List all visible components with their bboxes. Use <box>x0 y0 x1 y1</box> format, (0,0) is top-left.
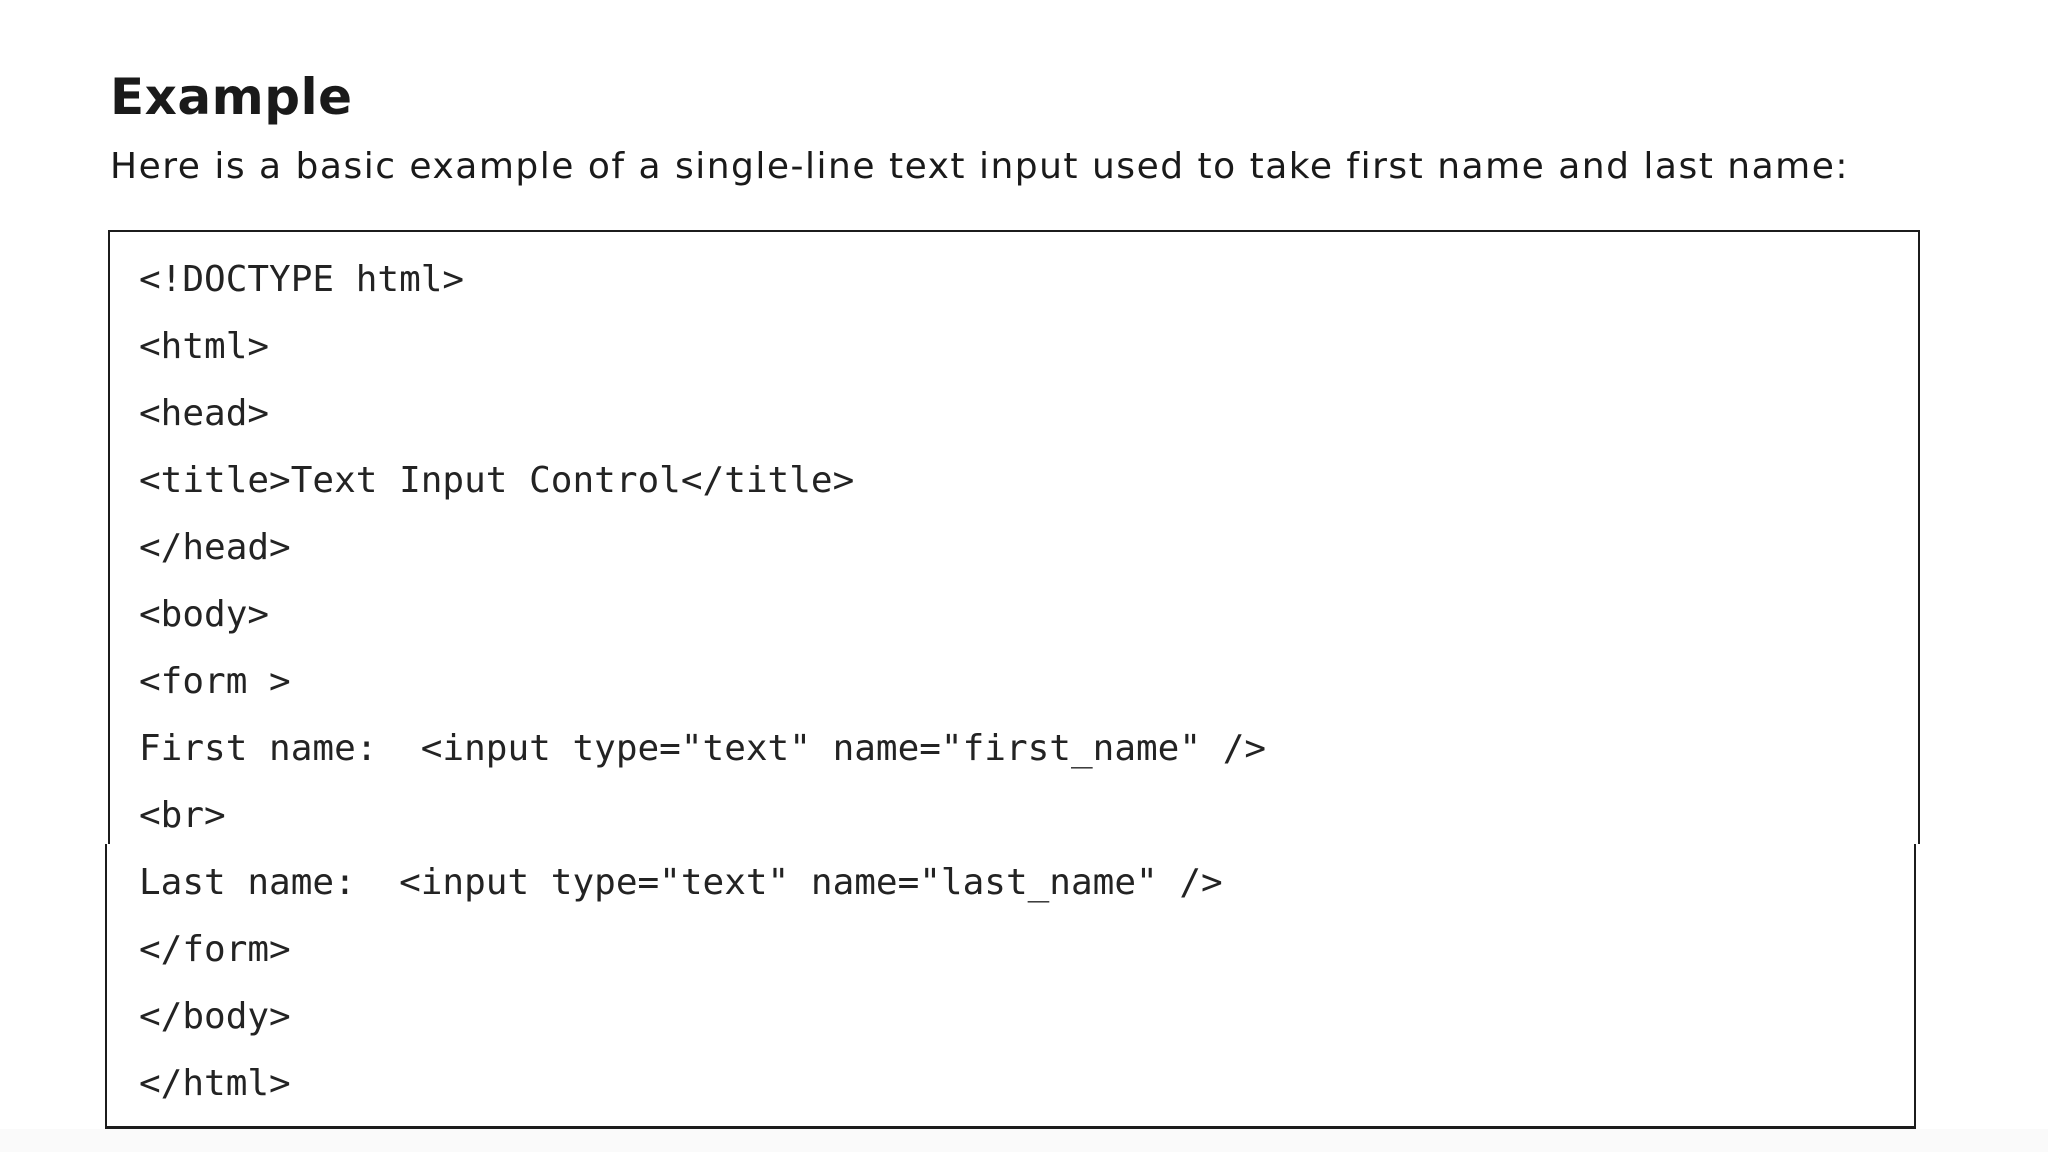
code-line: </html> <box>139 1063 291 1104</box>
code-block: <!DOCTYPE html> <html> <head> <title>Text I… <box>139 246 1266 1117</box>
code-line: <!DOCTYPE html> <box>139 259 465 300</box>
code-line: <br> <box>139 795 226 836</box>
code-box-lower-border <box>105 844 1916 1129</box>
code-line: <form > <box>139 661 291 702</box>
code-line: <html> <box>139 326 270 367</box>
code-line: First name: <input type="text" name="fir… <box>139 728 1267 769</box>
code-line: <head> <box>139 393 270 434</box>
code-line: </head> <box>139 527 291 568</box>
code-box-upper-border <box>108 230 1920 844</box>
bottom-gutter <box>0 1129 2048 1152</box>
code-line: <title>Text Input Control</title> <box>139 460 855 501</box>
code-line: </body> <box>139 996 291 1037</box>
intro-text: Here is a basic example of a single-line… <box>110 146 1850 187</box>
code-line: <body> <box>139 594 270 635</box>
code-line: </form> <box>139 929 291 970</box>
code-line: Last name: <input type="text" name="last… <box>139 862 1223 903</box>
example-heading: Example <box>110 68 353 126</box>
